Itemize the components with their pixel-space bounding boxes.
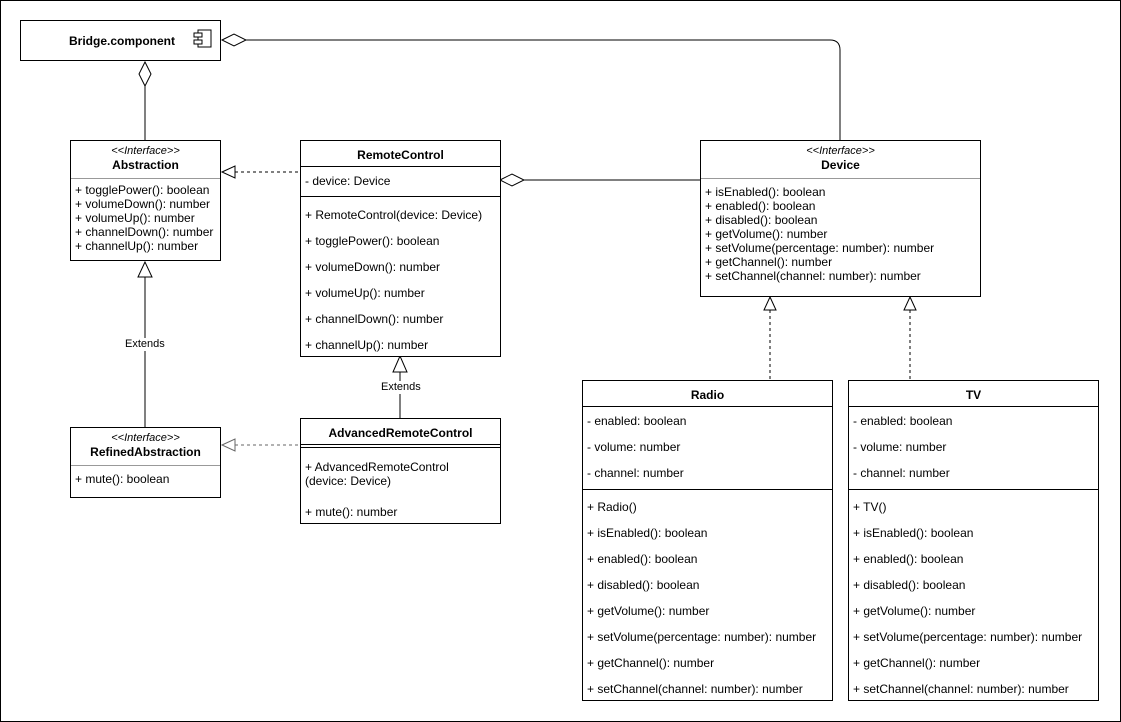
method: + getChannel(): number xyxy=(853,656,981,670)
realization-arrowhead xyxy=(220,165,236,179)
method: + disabled(): boolean xyxy=(853,578,966,592)
generalization-arrowhead xyxy=(137,260,153,278)
tv-class[interactable]: TV - enabled: boolean - volume: number -… xyxy=(848,380,1099,701)
stereotype: <<Interface>> xyxy=(111,432,180,444)
method: + setVolume(percentage: number): number xyxy=(705,241,935,255)
generalization-arrowhead xyxy=(392,354,408,373)
method: (device: Device) xyxy=(305,474,392,488)
attribute: - enabled: boolean xyxy=(853,414,953,428)
extends-label: Extends xyxy=(124,338,166,351)
divider xyxy=(71,465,220,466)
divider xyxy=(301,444,500,445)
attribute: - channel: number xyxy=(853,466,950,480)
method: + setChannel(channel: number): number xyxy=(587,682,803,696)
class-name: Radio xyxy=(690,388,725,402)
method: + volumeDown(): number xyxy=(305,260,441,274)
method: + channelDown(): number xyxy=(305,312,444,326)
method: + AdvancedRemoteControl xyxy=(305,460,449,474)
component-icon xyxy=(193,29,212,48)
advanced-remote-control-class[interactable]: AdvancedRemoteControl + AdvancedRemoteCo… xyxy=(300,418,501,524)
method: + volumeUp(): number xyxy=(305,286,425,300)
method: + getVolume(): number xyxy=(587,604,710,618)
abstraction-interface[interactable]: <<Interface>> Abstraction + togglePower(… xyxy=(70,140,221,261)
realization-arrowhead xyxy=(763,295,777,311)
divider xyxy=(583,489,832,490)
device-interface[interactable]: <<Interface>> Device + isEnabled(): bool… xyxy=(700,140,981,297)
refined-abstraction-interface[interactable]: <<Interface>> RefinedAbstraction + mute(… xyxy=(70,427,221,498)
method: + getChannel(): number xyxy=(705,255,833,269)
class-name: Device xyxy=(821,158,860,172)
method: + setChannel(channel: number): number xyxy=(705,269,921,283)
method: + TV() xyxy=(853,500,887,514)
aggregation-diamond xyxy=(138,60,152,88)
class-name: TV xyxy=(965,388,982,402)
divider xyxy=(301,196,500,197)
attribute: - volume: number xyxy=(587,440,681,454)
divider xyxy=(849,489,1098,490)
method: + channelUp(): number xyxy=(305,338,429,352)
class-name: Abstraction xyxy=(112,158,179,172)
class-name: AdvancedRemoteControl xyxy=(328,426,473,440)
method: + enabled(): boolean xyxy=(705,199,816,213)
class-name: RemoteControl xyxy=(357,148,444,162)
method: + setChannel(channel: number): number xyxy=(853,682,1069,696)
method: + getVolume(): number xyxy=(853,604,976,618)
aggregation-diamond xyxy=(220,33,248,47)
divider xyxy=(301,166,500,167)
method: + isEnabled(): boolean xyxy=(853,526,974,540)
method: + isEnabled(): boolean xyxy=(587,526,708,540)
method: + volumeUp(): number xyxy=(75,211,195,225)
remote-control-class[interactable]: RemoteControl - device: Device + RemoteC… xyxy=(300,140,501,357)
divider xyxy=(301,447,500,448)
aggregation-component-device xyxy=(246,39,841,140)
class-name: RefinedAbstraction xyxy=(90,445,201,459)
attribute: - enabled: boolean xyxy=(587,414,687,428)
method: + Radio() xyxy=(587,500,637,514)
method: + enabled(): boolean xyxy=(853,552,964,566)
method: + getChannel(): number xyxy=(587,656,715,670)
realization-arrowhead xyxy=(903,295,917,311)
attribute: - channel: number xyxy=(587,466,684,480)
method: + getVolume(): number xyxy=(705,227,828,241)
aggregation-diamond xyxy=(498,173,526,187)
method: + RemoteControl(device: Device) xyxy=(305,208,483,222)
divider xyxy=(71,178,220,179)
bridge-component[interactable]: Bridge.component xyxy=(20,20,221,61)
method: + isEnabled(): boolean xyxy=(705,185,826,199)
divider xyxy=(701,178,980,179)
method: + setVolume(percentage: number): number xyxy=(587,630,817,644)
method: + mute(): number xyxy=(305,505,398,519)
method: + enabled(): boolean xyxy=(587,552,698,566)
stereotype: <<Interface>> xyxy=(806,145,875,157)
extends-label: Extends xyxy=(380,381,422,394)
divider xyxy=(849,406,1098,407)
divider xyxy=(583,406,832,407)
method: + togglePower(): boolean xyxy=(305,234,440,248)
component-name: Bridge.component xyxy=(69,34,176,48)
method: + disabled(): boolean xyxy=(705,213,818,227)
radio-class[interactable]: Radio - enabled: boolean - volume: numbe… xyxy=(582,380,833,701)
realization-arrowhead xyxy=(220,438,236,452)
stereotype: <<Interface>> xyxy=(111,145,180,157)
method: + togglePower(): boolean xyxy=(75,183,210,197)
attribute: - device: Device xyxy=(305,174,391,188)
method: + disabled(): boolean xyxy=(587,578,700,592)
method: + volumeDown(): number xyxy=(75,197,211,211)
method: + mute(): boolean xyxy=(75,472,170,486)
method: + setVolume(percentage: number): number xyxy=(853,630,1083,644)
attribute: - volume: number xyxy=(853,440,947,454)
method: + channelUp(): number xyxy=(75,239,199,253)
method: + channelDown(): number xyxy=(75,225,214,239)
